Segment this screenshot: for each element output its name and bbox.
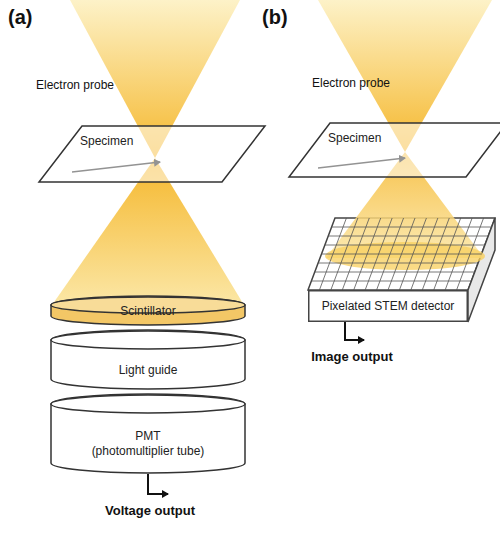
part-name: Specimen bbox=[328, 131, 500, 146]
part-name: PMT bbox=[135, 429, 160, 444]
panel-letter: (a) bbox=[8, 6, 32, 29]
specimen-plane: Specimen bbox=[38, 125, 266, 183]
specimen-plane: Specimen bbox=[288, 122, 500, 178]
pixel-grid bbox=[311, 218, 491, 290]
panel-letter: (b) bbox=[262, 6, 288, 29]
beam-spot bbox=[325, 242, 485, 270]
scintillator-disk: Scintillator bbox=[50, 296, 246, 326]
light-guide-outline bbox=[50, 330, 246, 390]
beam-label: Electron probe bbox=[36, 78, 114, 92]
specimen-plane-outline bbox=[38, 125, 266, 183]
beam-label: Electron probe bbox=[312, 76, 390, 90]
detector-front-face: Pixelated STEM detector bbox=[308, 290, 468, 322]
part-name: Pixelated STEM detector bbox=[322, 299, 455, 314]
output-arrow bbox=[148, 474, 168, 494]
detector-side-face bbox=[468, 218, 495, 322]
output-label: Image output bbox=[311, 349, 393, 364]
specimen-plane-outline bbox=[288, 122, 500, 178]
output-label: Voltage output bbox=[105, 503, 195, 518]
output-arrow bbox=[345, 322, 364, 340]
light-guide: Light guide bbox=[50, 330, 246, 390]
part-name: Scintillator bbox=[120, 304, 175, 319]
part-description: (photomultiplier tube) bbox=[92, 444, 205, 459]
part-name: Light guide bbox=[119, 363, 178, 378]
part-name: Specimen bbox=[80, 134, 266, 149]
pmt-cylinder: PMT(photomultiplier tube) bbox=[50, 394, 246, 474]
